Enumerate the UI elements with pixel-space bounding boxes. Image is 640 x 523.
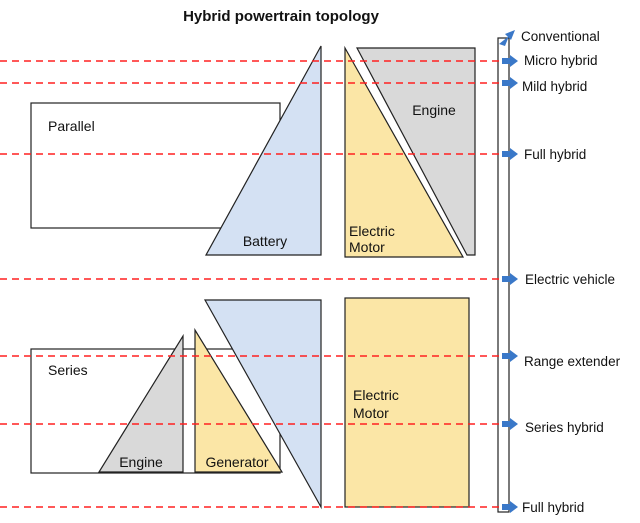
- series-engine-shape: [97, 333, 184, 473]
- category-label-2: Mild hybrid: [522, 79, 587, 94]
- series-generator-shape: [194, 327, 284, 473]
- category-label-5: Range extender: [524, 354, 621, 369]
- category-label-3: Full hybrid: [524, 147, 586, 162]
- category-label-7: Full hybrid: [522, 500, 584, 515]
- parallel-motor-label-line1: Electric: [349, 223, 395, 239]
- arrow-icon-2: [502, 77, 518, 89]
- arrow-icon-1: [502, 55, 518, 67]
- category-label-0: Conventional: [521, 29, 600, 44]
- series-motor-label-line2: Motor: [353, 405, 389, 421]
- series-motor-label-line1: Electric: [353, 387, 399, 403]
- arrow-icon-0: [499, 36, 509, 46]
- series-label: Series: [48, 362, 88, 378]
- parallel-electric-motor-shape: [344, 45, 465, 258]
- series-generator-label: Generator: [205, 454, 268, 470]
- diagram-title: Hybrid powertrain topology: [183, 8, 379, 25]
- category-label-1: Micro hybrid: [524, 53, 598, 68]
- parallel-label: Parallel: [48, 118, 95, 134]
- arrow-icon-7: [502, 501, 518, 513]
- category-label-4: Electric vehicle: [525, 272, 615, 287]
- parallel-battery-shape: [204, 45, 322, 256]
- arrow-head-icon-0: [505, 30, 515, 40]
- parallel-engine-shape: [356, 47, 476, 256]
- arrow-icon-3: [502, 148, 518, 160]
- parallel-engine-label: Engine: [412, 102, 456, 118]
- arrows-group: [499, 30, 518, 513]
- category-label-6: Series hybrid: [525, 420, 604, 435]
- arrow-icon-4: [502, 273, 518, 285]
- parallel-motor-label-line2: Motor: [349, 239, 385, 255]
- series-battery-shape: [203, 299, 322, 510]
- parallel-battery-label: Battery: [243, 233, 287, 249]
- arrow-icon-5: [502, 350, 518, 362]
- series-engine-label: Engine: [119, 454, 163, 470]
- series-electric-motor-shape: [344, 297, 470, 508]
- category-axis-bar: [497, 37, 510, 513]
- arrow-icon-6: [502, 418, 518, 430]
